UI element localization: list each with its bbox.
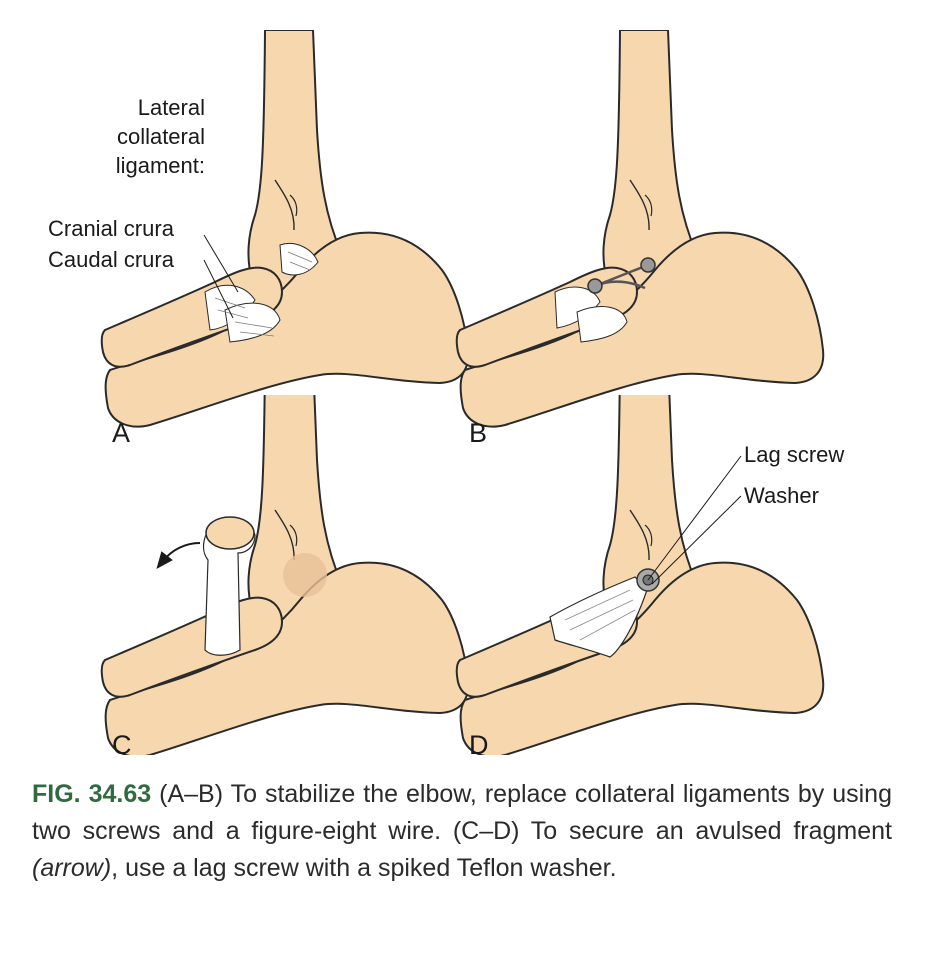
panel-a-drawing: [100, 30, 470, 428]
lateral-collateral-ligament-label: Lateral collateral ligament:: [115, 95, 205, 178]
panel-letter-a: A: [112, 418, 131, 448]
panel-c: [50, 395, 470, 755]
panel-letter-b: B: [469, 418, 488, 448]
reattached-ligament: [549, 576, 648, 658]
panel-letter-c: C: [112, 730, 132, 760]
caption-italic: (arrow): [32, 854, 112, 882]
figure-caption: FIG. 34.63 (A–B) To stabilize the elbow,…: [32, 776, 892, 887]
arrow-icon: [156, 542, 201, 570]
screw-icon: [587, 278, 603, 294]
panel-c-drawing: [100, 395, 470, 755]
panel-b: [405, 30, 825, 430]
cranial-crura-label: Cranial crura: [48, 216, 174, 241]
figure-number: FIG. 34.63: [32, 780, 152, 808]
panel-letter-d: D: [469, 730, 489, 760]
washer-label: Washer: [744, 483, 819, 508]
lag-screw-label: Lag screw: [744, 442, 845, 467]
caption-text-1: (A–B) To stabilize the elbow, replace co…: [32, 780, 892, 845]
screw-icon: [640, 257, 656, 273]
ligament-remnant: [554, 286, 628, 343]
panel-b-drawing: [455, 30, 825, 428]
lag-screw-icon: [642, 574, 654, 586]
caption-text-2: , use a lag screw with a spiked Teflon w…: [111, 854, 617, 882]
panel-a: [50, 30, 470, 430]
avulsed-fragment: [202, 516, 256, 656]
caudal-crura-label: Caudal crura: [48, 247, 174, 272]
